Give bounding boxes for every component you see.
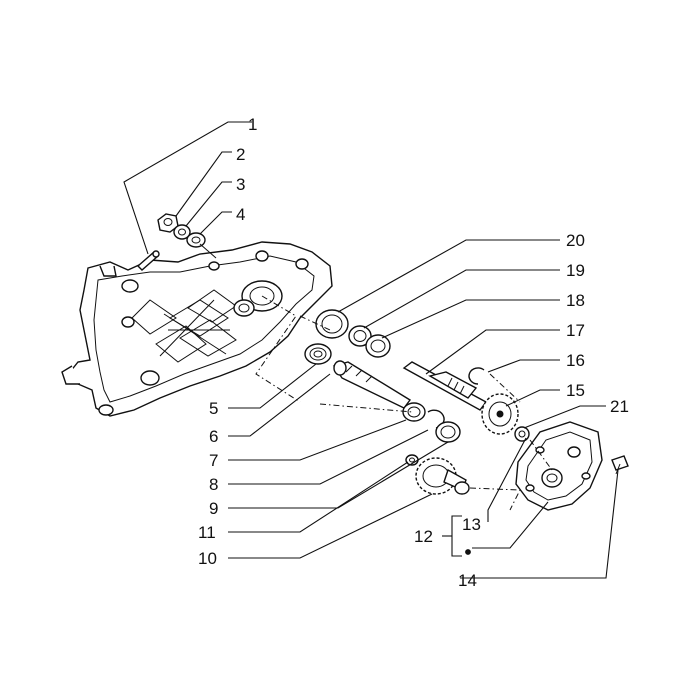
seal-19 [348, 325, 372, 347]
callout-8: 8 [209, 475, 218, 494]
callout-3: 3 [236, 175, 245, 194]
circlip-16 [468, 367, 485, 385]
leader-lines [123, 121, 619, 579]
spacer-ring [454, 481, 470, 495]
callout-18: 18 [566, 291, 585, 310]
callout-17: 17 [566, 321, 585, 340]
group-bracket-12 [442, 515, 471, 557]
bearing-7 [402, 402, 426, 422]
callout-labels: 1 2 3 4 5 6 7 8 9 11 10 12 13 14 15 16 1… [198, 115, 629, 590]
callout-19: 19 [566, 261, 585, 280]
washer-21 [514, 426, 530, 442]
callout-11: 11 [198, 523, 216, 542]
crankcase-housing [61, 241, 333, 417]
callout-15: 15 [566, 381, 585, 400]
bolt [611, 455, 629, 475]
callout-9: 9 [209, 499, 218, 518]
bearing-5 [304, 343, 332, 365]
drive-shaft-6 [332, 360, 412, 409]
dowel-pin-1 [136, 250, 160, 271]
circlip-9 [435, 421, 461, 443]
callout-4: 4 [236, 205, 245, 224]
callout-1: 1 [248, 115, 257, 134]
bearing-18 [365, 334, 391, 358]
assembly-center-lines [255, 295, 553, 511]
callout-7: 7 [209, 451, 218, 470]
callout-6: 6 [209, 427, 218, 446]
callout-16: 16 [566, 351, 585, 370]
callout-5: 5 [209, 399, 218, 418]
callout-21: 21 [610, 397, 629, 416]
callout-20: 20 [566, 231, 585, 250]
gear-15 [481, 393, 519, 435]
gearbox-cover-14 [515, 421, 603, 511]
callout-13: 13 [462, 515, 481, 534]
washer-3 [173, 224, 191, 240]
callout-2: 2 [236, 145, 245, 164]
callout-10: 10 [198, 549, 217, 568]
washer-4 [186, 232, 206, 248]
callout-14: 14 [458, 571, 477, 590]
output-shaft-17 [402, 361, 488, 411]
bearing-20 [315, 309, 349, 339]
callout-12: 12 [414, 527, 433, 546]
